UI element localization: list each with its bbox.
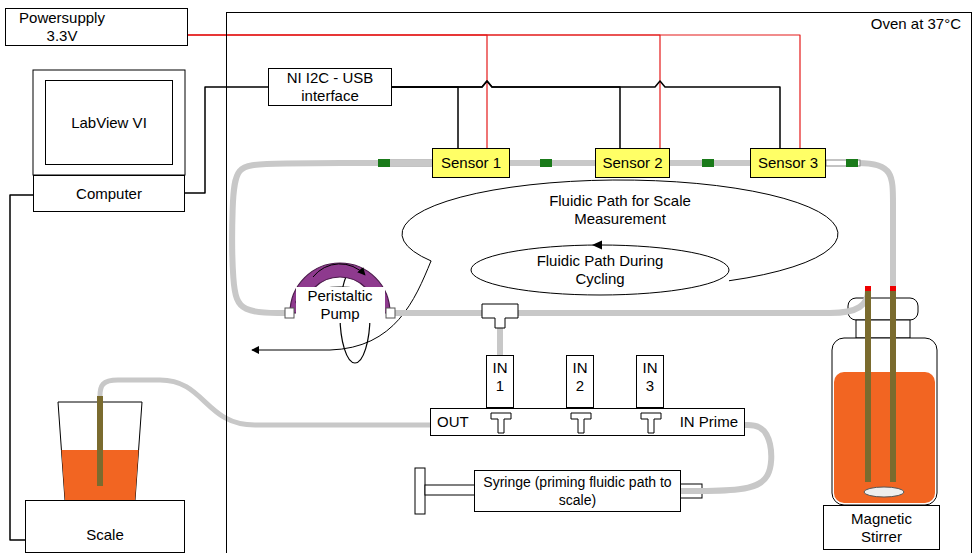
port-label: IN Prime	[680, 413, 738, 431]
flow-label: Fluidic Path During Cycling	[525, 252, 675, 288]
inlet-label: IN 1	[487, 359, 513, 395]
power-wire	[188, 35, 487, 148]
valve-manifold: OUT IN Prime	[430, 408, 745, 436]
flow-loop: Fluidic Path During Cycling	[470, 244, 730, 296]
bottle-liquid	[834, 372, 935, 503]
sensor-label: Sensor 1	[441, 154, 501, 172]
t-fitting	[482, 304, 518, 328]
inlet-label: IN 3	[637, 359, 663, 395]
stirrer-label: Magnetic Stirrer	[837, 510, 927, 546]
software-screen: LabView VI	[45, 80, 173, 165]
sensor-box: Sensor 2	[595, 148, 670, 178]
dip-tube	[890, 290, 896, 482]
syringe-rod	[425, 485, 475, 495]
tube-connector	[846, 159, 858, 167]
tube-tip	[865, 286, 871, 291]
sensor-tube	[826, 160, 860, 166]
dip-tube	[97, 396, 103, 486]
scale-label: Scale	[86, 526, 124, 544]
valve-inlet: IN 3	[636, 355, 664, 408]
supply-label: Powersupply 3.3V	[12, 9, 112, 45]
valve-inlet: IN 1	[486, 355, 514, 408]
sensor-label: Sensor 2	[602, 154, 662, 172]
signal-wire	[392, 87, 458, 148]
flow-loop: Fluidic Path During Cycling Fluidic Path …	[400, 178, 840, 290]
scale-box: Scale	[25, 500, 185, 553]
power-wire	[188, 35, 660, 148]
fluid-tube	[510, 160, 595, 166]
oven-label: Oven at 37°C	[871, 15, 961, 33]
flow-label: Fluidic Path for Scale Measurement	[533, 192, 708, 228]
sensor-label: Sensor 3	[758, 154, 818, 172]
software-label: LabView VI	[71, 114, 147, 132]
signal-wire	[10, 195, 33, 540]
signal-wire	[392, 81, 620, 148]
stir-bar	[864, 487, 904, 497]
computer-label: Computer	[76, 185, 142, 203]
stirrer-box: Magnetic Stirrer	[823, 505, 940, 550]
tube-connector	[702, 159, 714, 167]
inlet-label: IN 2	[567, 359, 593, 395]
tube-connector	[540, 159, 552, 167]
tube-connector	[378, 159, 390, 167]
pump-label: Peristaltic Pump	[296, 287, 385, 323]
sensor-box: Sensor 3	[750, 148, 826, 178]
bottle-body	[832, 338, 937, 505]
syringe-barrel: Syringe (priming fluidic path to scale)	[474, 470, 681, 512]
return-tube	[858, 163, 893, 290]
computer-box: Computer	[33, 175, 185, 212]
oven-enclosure: NI I2C - USB interfaceSensor 1 Sensor 2 Se…	[226, 12, 972, 553]
dip-tube	[865, 290, 871, 482]
port-label: OUT	[437, 413, 469, 431]
fluid-tube	[670, 160, 750, 166]
valve-inlet: IN 2	[566, 355, 594, 408]
power-supply-box: Powersupply 3.3V	[5, 8, 188, 46]
syringe-label: Syringe (priming fluidic path to scale)	[479, 473, 676, 509]
fluid-tube	[395, 313, 500, 355]
interface-box: NI I2C - USB interface	[268, 68, 392, 106]
power-wire	[188, 35, 800, 148]
bottle-neck	[856, 320, 910, 338]
interface-label: NI I2C - USB interface	[274, 69, 386, 105]
syringe-thumb	[415, 468, 425, 514]
monitor-frame	[33, 70, 185, 175]
signal-wire	[392, 81, 780, 148]
scale-tube	[100, 380, 430, 485]
tube-tip	[890, 286, 896, 291]
sensor-box: Sensor 1	[432, 148, 510, 178]
peristaltic-pump: Peristaltic Pump	[285, 255, 395, 365]
